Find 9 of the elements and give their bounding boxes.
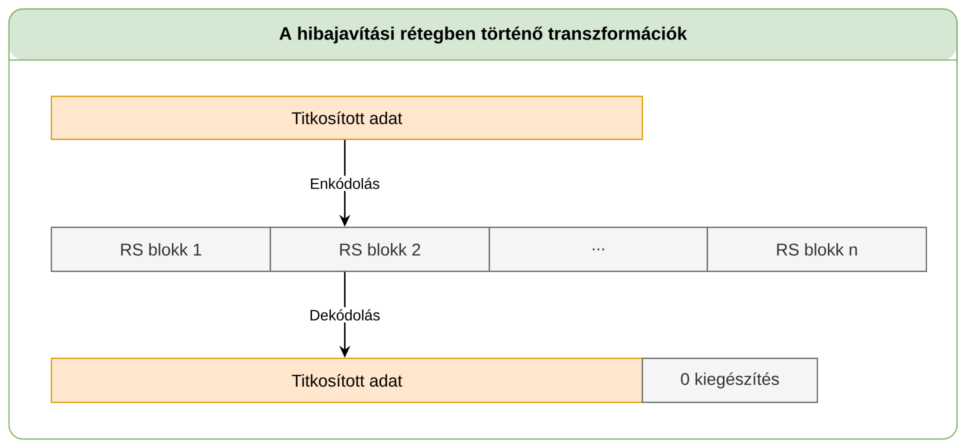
data-box: Titkosított adat: [50, 96, 643, 140]
block-cell: RS blokk 1: [50, 226, 272, 272]
block-cell: RS blokk n: [706, 226, 927, 272]
block-cell: RS blokk 2: [270, 226, 490, 272]
edge-label: Enkódolás: [308, 176, 382, 191]
data-box: Titkosított adat: [50, 358, 643, 403]
edge-label: Dekódolás: [307, 307, 382, 322]
block-cell: ...: [488, 226, 708, 272]
block-cell: 0 kiegészítés: [642, 358, 818, 403]
